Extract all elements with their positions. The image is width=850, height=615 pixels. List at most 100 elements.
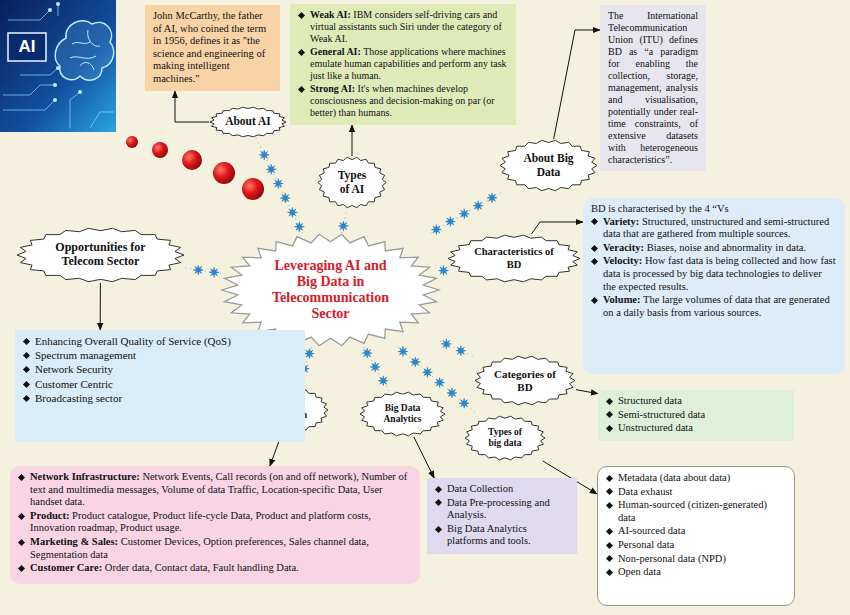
topic-label: Categories of BD [494, 368, 556, 393]
bullet-item: Strong AI: It's when machines develop co… [298, 83, 508, 119]
red-ball [213, 162, 235, 184]
bullet-item: Non-personal data (NPD) [606, 553, 786, 566]
bullet-item: Big Data Analytics platforms and tools. [435, 523, 569, 548]
star-dot [304, 349, 314, 359]
bullet-item: AI-sourced data [606, 525, 786, 538]
bullet-item: Volume: The large volumes of data that a… [591, 294, 837, 319]
circuit-line [90, 112, 114, 128]
star-dot [435, 378, 445, 388]
bullet-item: Structured data [606, 395, 786, 408]
topic-burst: About Big Data [499, 139, 598, 192]
bullet-item: Customer Centric [23, 378, 297, 391]
bullet-item: Data Pre-processing and Analysis. [435, 497, 569, 522]
burst-shape [17, 228, 184, 281]
star-dots [338, 221, 348, 231]
item-heading: Product: [30, 510, 69, 521]
star-dot [362, 348, 372, 358]
bullet-item: Spectrum management [23, 349, 297, 362]
characteristics-box: BD is characterised by the 4 “VsVariety:… [583, 198, 845, 374]
star-dot [266, 164, 276, 174]
star-chain [256, 138, 303, 233]
bullet-item: Personal data [606, 539, 786, 552]
red-ball [182, 150, 202, 170]
item-heading: Volume: [603, 294, 641, 305]
item-heading: Velocity: [603, 255, 642, 266]
topic-label: About AI [225, 115, 271, 128]
item-heading: Marketing & Sales: [30, 536, 118, 547]
definition-box: John McCarthy, the father of AI, who coi… [145, 5, 280, 91]
star-dot [410, 357, 420, 367]
bullet-item: Velocity: How fast data is being collect… [591, 255, 837, 293]
topic-label: Characteristics of BD [472, 246, 556, 270]
bullet-item: Metadata (data about data) [606, 472, 786, 485]
burst-shape [318, 157, 386, 207]
circuit-line [3, 100, 55, 110]
bullet-item: Marketing & Sales: Customer Devices, Opt… [18, 536, 412, 561]
bullet-item: General AI: Those applications where mac… [298, 46, 508, 82]
item-heading: Network Infrastructure: [30, 471, 140, 482]
item-heading: Variety: [603, 216, 639, 227]
star-dot [294, 222, 304, 232]
ai-types-box: Weak AI: IBM considers self-driving cars… [290, 4, 516, 125]
item-heading: General AI: [310, 46, 361, 57]
star-dot [280, 193, 290, 203]
bullet-item: Variety: Structured, unstructured and se… [591, 216, 837, 241]
star-chain [430, 192, 502, 233]
item-heading: Veracity: [603, 242, 644, 253]
topic-label: About Big Data [519, 152, 579, 178]
circuit-line [8, 10, 50, 20]
star-dots [439, 266, 449, 276]
circuit-dot [53, 83, 57, 87]
red-ball [126, 136, 138, 148]
star-dot [447, 388, 457, 398]
star-dot [338, 221, 348, 231]
star-dots [431, 193, 497, 235]
circuit-dot [78, 90, 82, 94]
brain-folds [70, 30, 100, 70]
circuit-line [70, 92, 80, 128]
circuit-dot [48, 8, 52, 12]
picture-label-box: AI [8, 33, 46, 61]
topic-label: Opportunities for Telecom Sector [47, 241, 155, 269]
telecom-data-box: Network Infrastructure: Network Events, … [10, 466, 420, 584]
circuit-line [20, 68, 58, 75]
burst-shape [475, 356, 575, 405]
bullet-item: Data exhaust [606, 486, 786, 499]
brain-fold [72, 42, 90, 44]
topic-burst: Opportunities for Telecom Sector [16, 227, 185, 283]
types-list-box: Metadata (data about data)Data exhaustHu… [597, 466, 795, 606]
arrow-line [175, 91, 209, 122]
bullet-item: Data Collection [435, 483, 569, 496]
topic-label: Leveraging AI and Big Data in Telecommun… [265, 258, 397, 322]
item-body: Product catalogue, Product life-cycle Da… [30, 510, 371, 534]
burst-shape [360, 392, 445, 436]
star-dot [439, 266, 449, 276]
item-heading: Strong AI: [310, 83, 355, 94]
bullet-item: Network Security [23, 363, 297, 376]
item-heading: Customer Care: [30, 562, 102, 573]
item-body: Biases, noise and abnormality in data. [644, 242, 806, 253]
topic-burst: Types of big data [464, 415, 546, 461]
star-dot [487, 193, 497, 203]
bullet-item: Veracity: Biases, noise and abnormality … [591, 242, 837, 255]
picture-label: AI [19, 37, 36, 57]
arrow-line [554, 30, 600, 139]
burst-shape [500, 140, 597, 190]
bullet-item: Network Infrastructure: Network Events, … [18, 471, 412, 509]
opportunities-box: Enhancing Overall Quality of Service (Qo… [15, 330, 305, 442]
arrow-line [531, 222, 583, 234]
topic-burst: Categories of BD [474, 355, 576, 406]
star-dot [456, 346, 466, 356]
star-dot [193, 265, 203, 275]
bullet-item: Enhancing Overall Quality of Service (Qo… [23, 335, 297, 348]
star-dot [398, 347, 408, 357]
star-dot [441, 339, 451, 349]
topic-label: Big Data Analytics [377, 403, 429, 425]
star-dots [259, 150, 304, 232]
star-dot [287, 207, 297, 217]
red-ball [152, 142, 168, 158]
star-dot [273, 179, 283, 189]
circuit-lines [3, 4, 114, 128]
